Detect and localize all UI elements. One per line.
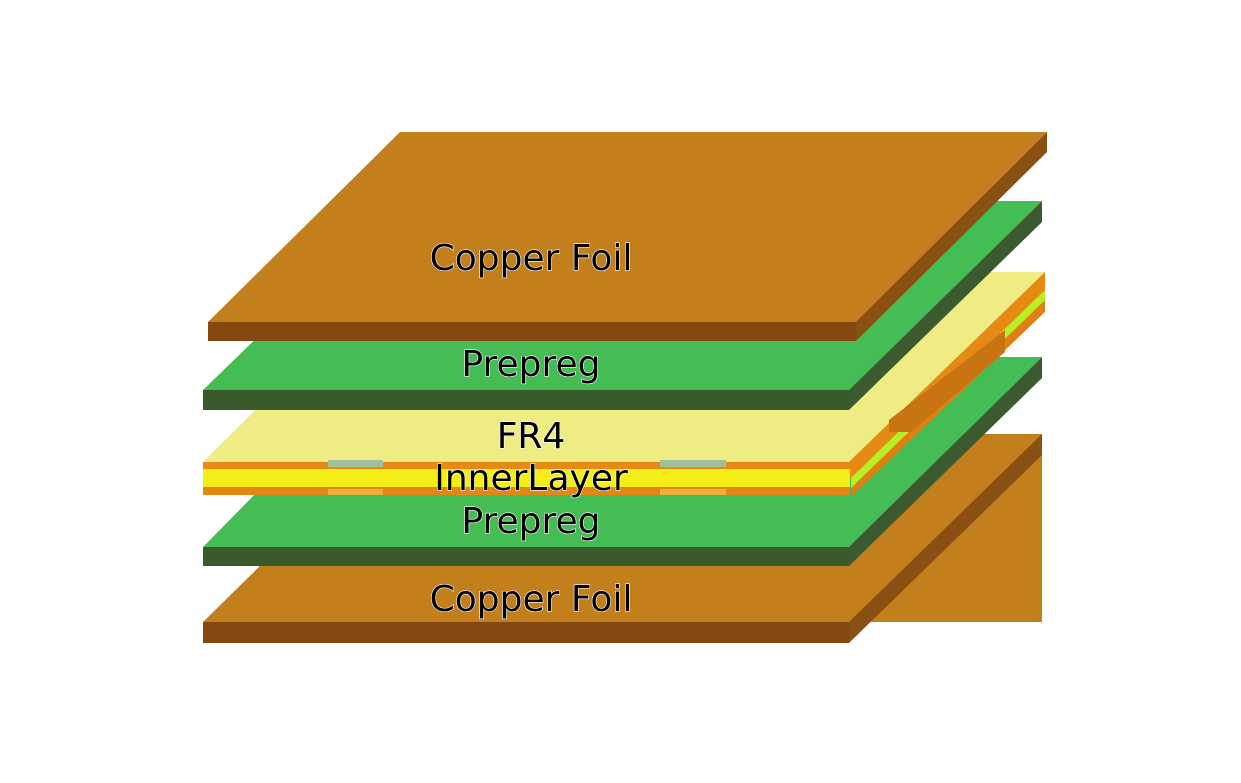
- top-copper-top-face: [208, 132, 1047, 322]
- top-copper-foil-label: Copper Foil: [430, 238, 633, 279]
- bottom-copper-front-face: [203, 622, 849, 643]
- top-prepreg-side-face: [849, 201, 1042, 410]
- bottom-copper-side-face: [849, 434, 1042, 643]
- top-prepreg-front-face: [203, 390, 849, 410]
- inner-pad-left-top: [328, 460, 383, 467]
- inner-layer-label: InnerLayer: [434, 458, 628, 499]
- top-copper-front-face: [208, 322, 856, 341]
- inner-pad-right-top: [660, 460, 726, 467]
- inner-front-lower-orange: [203, 487, 850, 495]
- top-prepreg-label: Prepreg: [461, 344, 600, 385]
- inner-pad-right-bottom: [660, 489, 726, 495]
- bottom-prepreg-front-face: [203, 547, 849, 566]
- top-copper-foil-plate: [208, 132, 1047, 341]
- bottom-prepreg-side-face: [849, 357, 1042, 566]
- fr4-front-orange: [203, 462, 850, 469]
- inner-pad-left-bottom: [328, 489, 383, 495]
- top-copper-side-face: [856, 132, 1047, 341]
- fr4-label: FR4: [497, 416, 566, 457]
- bottom-copper-foil-label: Copper Foil: [430, 579, 633, 620]
- inner-layer-yellow-strip: [203, 469, 850, 487]
- inner-side-stub: [889, 330, 1005, 432]
- bottom-prepreg-label: Prepreg: [461, 501, 600, 542]
